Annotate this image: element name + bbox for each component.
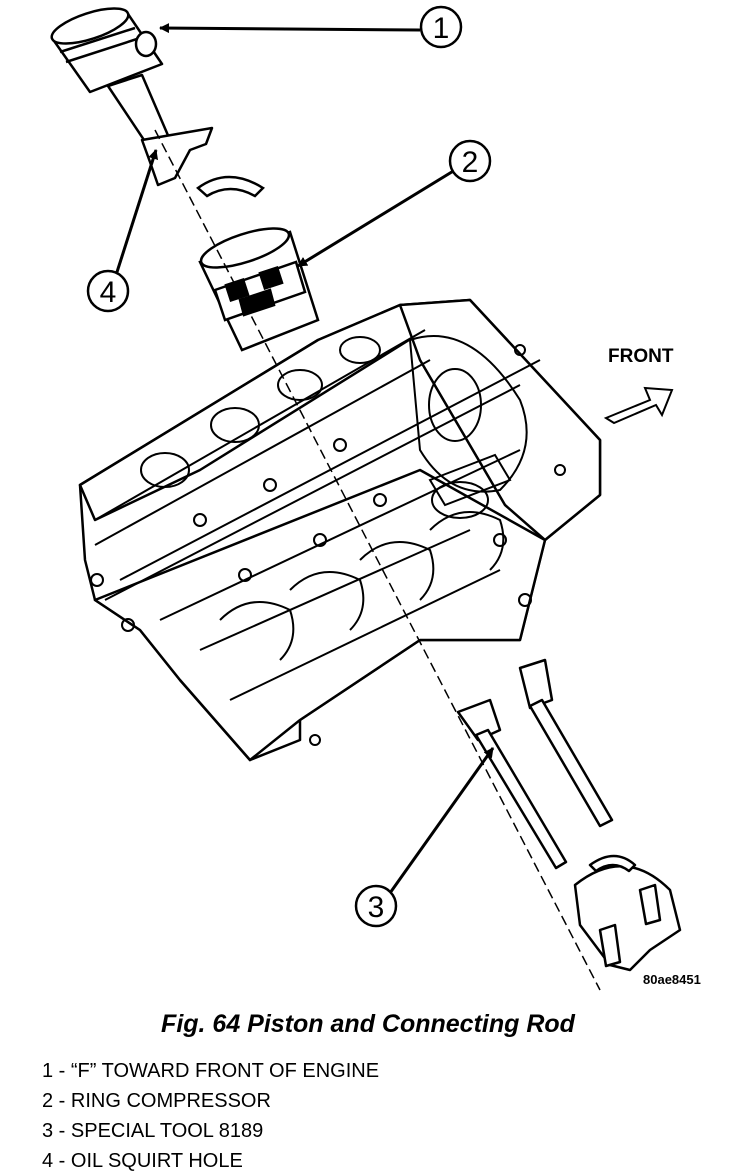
- callout-4: 4: [86, 149, 159, 313]
- engine-block-details: [90, 329, 566, 746]
- special-tool-guides: [456, 658, 614, 870]
- legend-item: 4 - OIL SQUIRT HOLE: [42, 1150, 243, 1172]
- callout-2: 2: [297, 139, 492, 268]
- legend-item: 2 - RING COMPRESSOR: [42, 1090, 271, 1112]
- front-arrow-icon: [603, 386, 674, 425]
- callout-number: 4: [100, 276, 117, 309]
- legend-item: 3 - SPECIAL TOOL 8189: [42, 1120, 264, 1142]
- piston-and-rod: [50, 7, 214, 187]
- callout-number: 1: [433, 12, 450, 45]
- figure-id: 80ae8451: [643, 972, 701, 987]
- callout-3: 3: [354, 747, 495, 928]
- assembly-centerline: [154, 129, 601, 991]
- callout-1: 1: [159, 5, 463, 49]
- callout-number: 2: [462, 146, 479, 179]
- bearing-cap: [573, 854, 682, 972]
- figure-caption: Fig. 64 Piston and Connecting Rod: [161, 1010, 575, 1038]
- callout-number: 3: [368, 891, 385, 924]
- legend-item: 1 - “F” TOWARD FRONT OF ENGINE: [42, 1060, 380, 1082]
- piston-rod-diagram: FRONT 1 2 3 4 80ae8451: [50, 5, 701, 991]
- upper-bearing-shell: [196, 175, 265, 198]
- front-direction-arrow: FRONT: [603, 346, 674, 425]
- ring-compressor: [198, 227, 320, 352]
- legend-list: 1 - “F” TOWARD FRONT OF ENGINE 2 - RING …: [42, 1056, 379, 1176]
- front-label: FRONT: [608, 346, 674, 367]
